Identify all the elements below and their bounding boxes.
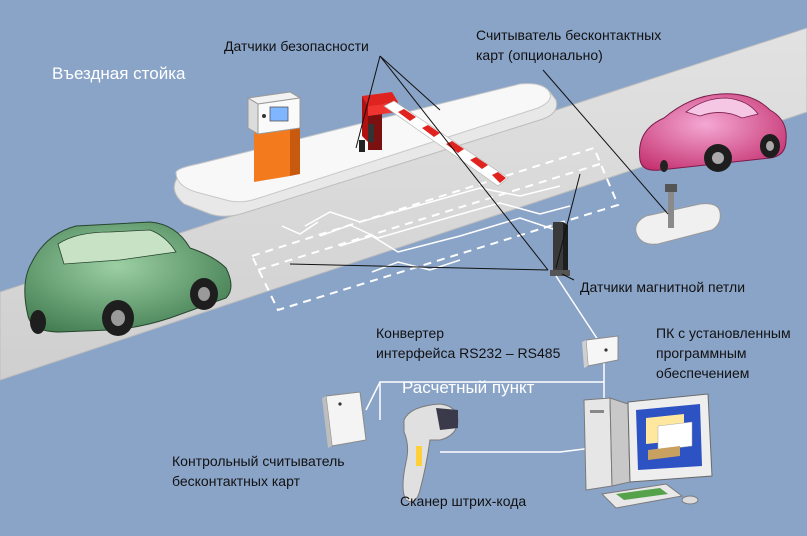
leader-lines bbox=[289, 55, 669, 281]
loop-sensor-post bbox=[550, 222, 570, 276]
label-card-reader-1: Считыватель бесконтактных bbox=[476, 27, 662, 43]
label-pc-1: ПК с установленным bbox=[656, 325, 791, 341]
pc-icon bbox=[583, 393, 713, 509]
label-magnetic-loop: Датчики магнитной петли bbox=[580, 279, 746, 295]
car-icon bbox=[639, 93, 787, 172]
loop-wires bbox=[281, 185, 571, 273]
barrier-icon bbox=[359, 92, 509, 187]
label-converter-2: интерфейса RS232 – RS485 bbox=[376, 345, 561, 361]
label-barcode-scanner: Сканер штрих-кода bbox=[400, 493, 527, 509]
comm-lines bbox=[365, 275, 605, 453]
entry-stand-icon bbox=[246, 91, 302, 182]
label-card-reader-2: карт (опционально) bbox=[476, 47, 603, 63]
label-control-reader-1: Контрольный считыватель bbox=[172, 453, 345, 469]
label-control-reader-2: бесконтактных карт bbox=[172, 473, 300, 489]
car-icon bbox=[24, 221, 232, 336]
label-converter-1: Конвертер bbox=[376, 325, 445, 341]
converter-icon bbox=[582, 335, 619, 368]
card-reader-icon bbox=[635, 184, 721, 245]
label-entry-stand: Въездная стойка bbox=[52, 64, 186, 83]
label-pc-2: программным bbox=[656, 345, 747, 361]
card-reader-icon bbox=[322, 391, 367, 448]
label-pc-3: обеспечением bbox=[656, 365, 750, 381]
label-payment-point: Расчетный пункт bbox=[402, 378, 535, 397]
scanner-icon bbox=[402, 403, 459, 503]
label-safety-sensors: Датчики безопасности bbox=[224, 38, 369, 54]
